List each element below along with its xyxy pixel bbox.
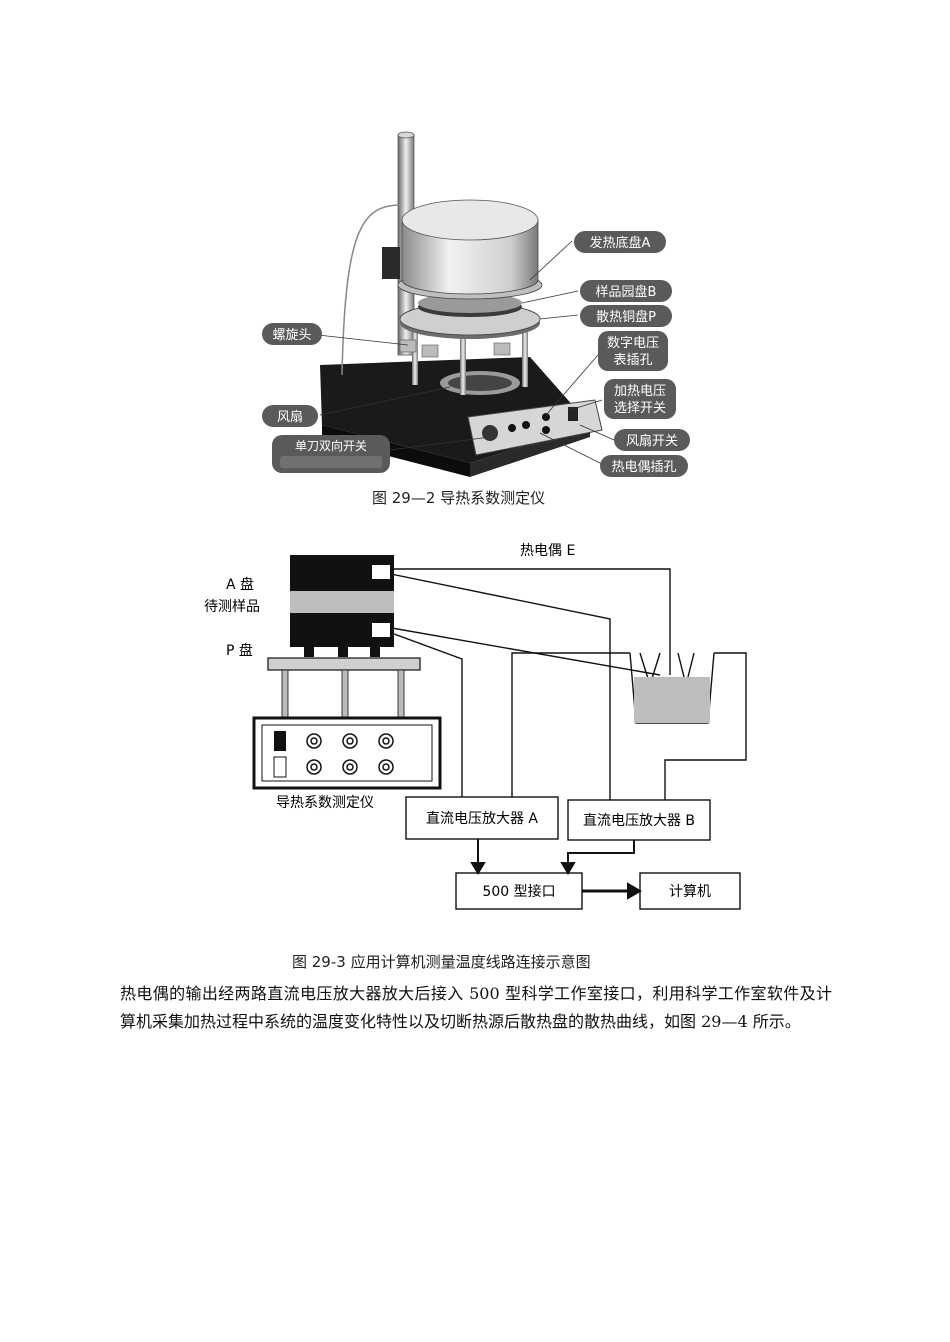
label-disk-a: A 盘 — [226, 576, 254, 593]
label-sample: 待测样品 — [204, 599, 260, 615]
label-screw-head: 螺旋头 — [262, 323, 322, 345]
label-instrument: 导热系数测定仪 — [276, 795, 374, 811]
heating-dome-a — [397, 199, 543, 300]
cable — [341, 204, 401, 376]
svg-text:500 型接口: 500 型接口 — [482, 883, 555, 900]
label-sample-plate: 样品园盘B — [580, 280, 672, 302]
label-fan-switch: 风扇开关 — [614, 429, 690, 451]
svg-text:加热电压: 加热电压 — [614, 384, 666, 399]
signal-arrows — [470, 839, 642, 900]
svg-text:单刀双向开关: 单刀双向开关 — [295, 438, 367, 453]
amplifier-a: 直流电压放大器 A — [405, 796, 559, 840]
svg-text:计算机: 计算机 — [669, 884, 711, 900]
label-disk-p: P 盘 — [226, 642, 253, 659]
svg-text:风扇: 风扇 — [277, 409, 303, 425]
svg-text:热电偶插孔: 热电偶插孔 — [611, 460, 676, 475]
support-legs — [399, 325, 528, 395]
svg-text:表插孔: 表插孔 — [613, 353, 652, 368]
figure-caption-2: 图 29-3 应用计算机测量温度线路连接示意图 — [292, 953, 591, 971]
apparatus-figure: 发热底盘A 样品园盘B 散热铜盘P 数字电压 表插孔 加热电压 选择开关 风扇开… — [262, 131, 690, 477]
body-paragraph: 热电偶的输出经两路直流电压放大器放大后接入 500 型科学工作室接口，利用科学工… — [120, 984, 832, 1031]
amplifier-b: 直流电压放大器 B — [567, 799, 711, 841]
svg-text:直流电压放大器 B: 直流电压放大器 B — [583, 812, 695, 829]
label-voltmeter-jack: 数字电压 表插孔 — [598, 331, 668, 371]
label-thermocouple-e: 热电偶 E — [520, 543, 575, 559]
svg-text:螺旋头: 螺旋头 — [272, 328, 311, 343]
label-spdt-switch: 单刀双向开关 — [272, 435, 390, 473]
instrument-box — [252, 716, 442, 790]
leader-lines — [317, 240, 615, 466]
ice-water — [634, 677, 710, 723]
circuit-diagram: 直流电压放大器 A 直流电压放大器 B 500 型接口 计算机 热电偶 E A … — [204, 543, 747, 910]
svg-text:选择开关: 选择开关 — [614, 401, 666, 416]
figure-caption-1: 图 29—2 导热系数测定仪 — [372, 489, 546, 507]
svg-text:数字电压: 数字电压 — [607, 336, 659, 351]
label-thermocouple-jack: 热电偶插孔 — [600, 455, 688, 477]
label-copper-plate: 散热铜盘P — [580, 305, 672, 327]
label-heat-select-switch: 加热电压 选择开关 — [604, 379, 676, 419]
disk-stack — [267, 555, 421, 719]
svg-text:样品园盘B: 样品园盘B — [596, 284, 657, 300]
svg-text:发热底盘A: 发热底盘A — [590, 235, 651, 251]
computer: 计算机 — [639, 872, 741, 910]
label-fan: 风扇 — [262, 405, 318, 427]
label-heating-plate: 发热底盘A — [574, 231, 666, 253]
svg-text:风扇开关: 风扇开关 — [626, 433, 678, 449]
svg-text:散热铜盘P: 散热铜盘P — [596, 309, 656, 325]
interface-500: 500 型接口 — [455, 872, 583, 910]
svg-text:直流电压放大器 A: 直流电压放大器 A — [426, 810, 538, 827]
